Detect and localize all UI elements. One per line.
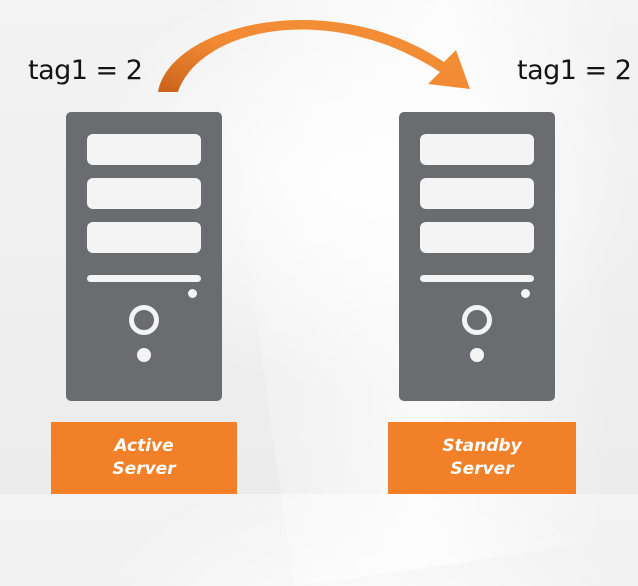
standby-label-line1: Standby — [442, 436, 522, 456]
drive-bay — [87, 178, 201, 209]
drive-bay — [420, 178, 534, 209]
drive-bay — [420, 134, 534, 165]
indicator-dot — [137, 348, 151, 362]
active-label-line2: Server — [112, 459, 176, 479]
active-server-label: Active Server — [51, 422, 237, 494]
server-slot — [87, 275, 201, 282]
indicator-dot — [470, 348, 484, 362]
standby-tag-value: tag1 = 2 — [517, 55, 632, 86]
status-led — [188, 289, 197, 298]
standby-server-icon — [399, 112, 555, 401]
drive-bay — [87, 134, 201, 165]
active-server-icon — [66, 112, 222, 401]
power-button-icon — [462, 305, 492, 335]
power-button-icon — [129, 305, 159, 335]
status-led — [521, 289, 530, 298]
drive-bay — [87, 222, 201, 253]
standby-label-line2: Server — [450, 459, 514, 479]
active-tag-value: tag1 = 2 — [28, 55, 143, 86]
standby-server-label: Standby Server — [388, 422, 576, 494]
drive-bay — [420, 222, 534, 253]
active-label-line1: Active — [114, 436, 174, 456]
arrow-arc — [158, 19, 470, 92]
server-slot — [420, 275, 534, 282]
